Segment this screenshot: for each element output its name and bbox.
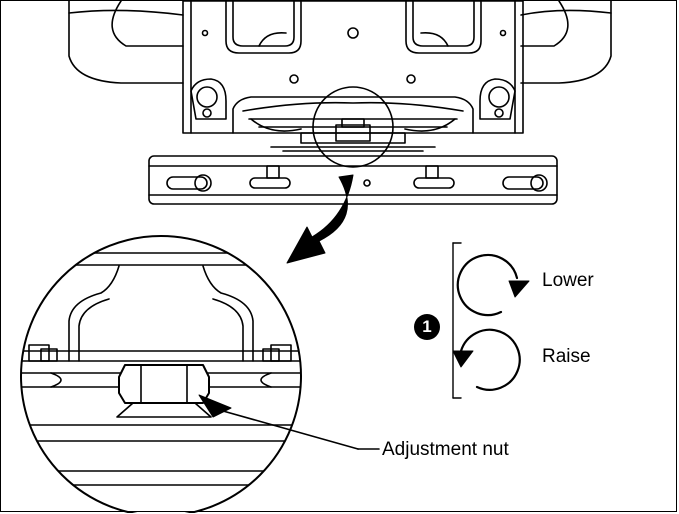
counterclockwise-arrow-icon (452, 328, 521, 391)
detail-circle (20, 235, 302, 513)
rotation-legend (452, 242, 530, 399)
lower-label: Lower (542, 270, 594, 291)
zoom-source-circle (312, 86, 394, 168)
zoom-arrow (286, 174, 354, 264)
adjustment-nut-label: Adjustment nut (382, 439, 509, 460)
detail-contents (21, 252, 301, 486)
clockwise-arrow-icon (456, 253, 530, 317)
step-badge: 1 (414, 314, 440, 340)
mount-plate-assembly (68, 1, 612, 152)
nut-leader (198, 394, 380, 450)
raise-label: Raise (542, 346, 591, 367)
bracket-bar (148, 155, 558, 205)
